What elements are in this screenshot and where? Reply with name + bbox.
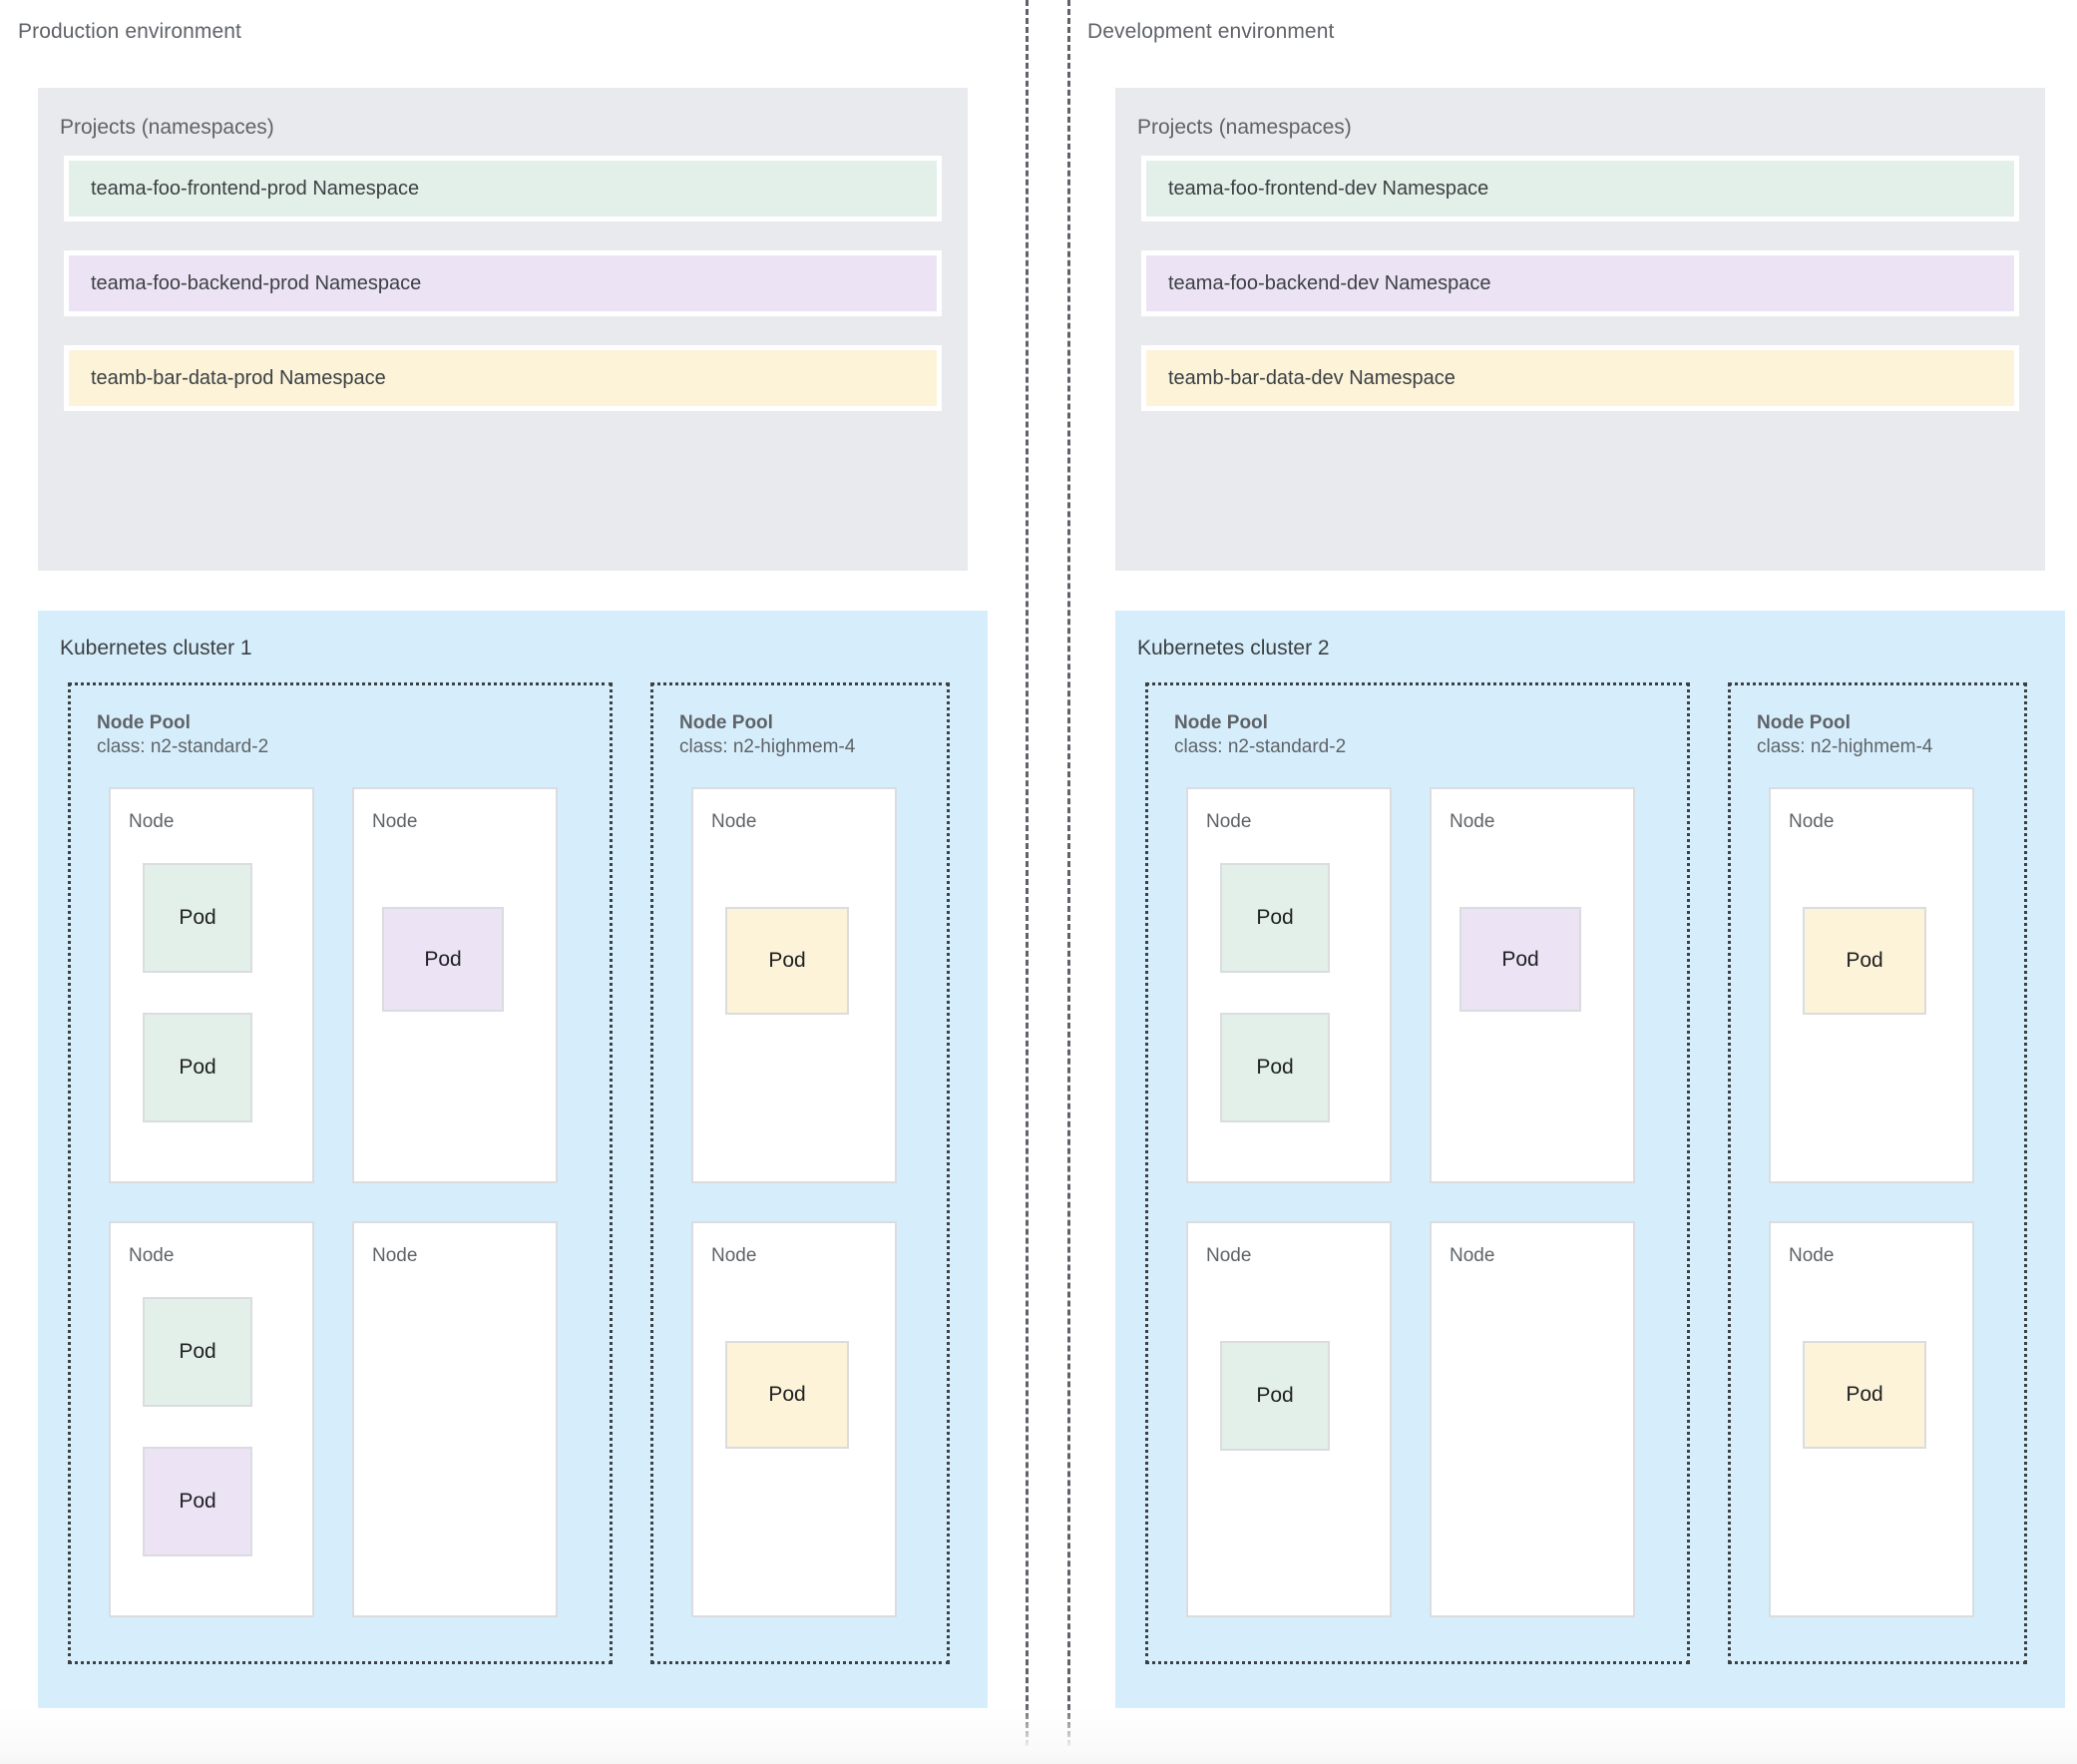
node-label: Node [1789, 811, 1835, 832]
pod[interactable]: Pod [1459, 907, 1581, 1012]
node-pool-header: Node Pool class: n2-standard-2 [1174, 711, 1346, 760]
node-label: Node [1206, 1245, 1252, 1266]
environment-title: Production environment [18, 20, 241, 43]
node-pool-header: Node Pool class: n2-standard-2 [97, 711, 268, 760]
node[interactable]: Node [1430, 1221, 1635, 1617]
kubernetes-cluster-panel: Kubernetes cluster 2 Node Pool class: n2-s… [1115, 611, 2065, 1708]
namespace-box[interactable]: teama-foo-frontend-prod Namespace [64, 156, 942, 221]
pod[interactable]: Pod [1220, 863, 1330, 973]
node-pool-name: Node Pool [1174, 712, 1268, 733]
pod-stack [1432, 1223, 1633, 1615]
pod[interactable]: Pod [382, 907, 504, 1012]
environment-divider-left [1026, 0, 1029, 1764]
node-pool-class: class: n2-highmem-4 [679, 736, 856, 758]
environment-title: Development environment [1087, 20, 1335, 43]
node-label: Node [1789, 1245, 1835, 1266]
node-label: Node [129, 811, 175, 832]
node-pool-class: class: n2-standard-2 [1174, 736, 1347, 758]
projects-panel: Projects (namespaces) teama-foo-frontend-… [1115, 88, 2045, 571]
namespace-label: teama-foo-frontend-dev Namespace [1168, 177, 1489, 200]
pod[interactable]: Pod [143, 1447, 252, 1556]
node-label: Node [1206, 811, 1252, 832]
node-label: Node [711, 811, 757, 832]
cluster-title: Kubernetes cluster 2 [1137, 637, 1330, 660]
node-pool-header: Node Pool class: n2-highmem-4 [679, 711, 855, 760]
pod[interactable]: Pod [725, 1341, 849, 1449]
node-pool-class: class: n2-highmem-4 [1757, 736, 1933, 758]
node-label: Node [372, 1245, 418, 1266]
node-label: Node [1450, 811, 1495, 832]
namespace-label: teamb-bar-data-prod Namespace [91, 366, 386, 389]
kubernetes-cluster-panel: Kubernetes cluster 1 Node Pool class: n2-s… [38, 611, 988, 1708]
pod[interactable]: Pod [143, 863, 252, 973]
pod[interactable]: Pod [1803, 907, 1926, 1015]
projects-panel-title: Projects (namespaces) [1137, 116, 1352, 139]
node-pool-header: Node Pool class: n2-highmem-4 [1757, 711, 1932, 760]
node-pool-name: Node Pool [97, 712, 191, 733]
node[interactable]: Node [352, 1221, 558, 1617]
pod-stack: Pod [354, 789, 556, 1181]
bottom-fade [0, 1706, 2077, 1764]
namespace-label: teama-foo-backend-prod Namespace [91, 271, 422, 294]
pod[interactable]: Pod [143, 1297, 252, 1407]
pod[interactable]: Pod [1803, 1341, 1926, 1449]
pod[interactable]: Pod [1220, 1013, 1330, 1122]
node-pool-class: class: n2-standard-2 [97, 736, 269, 758]
projects-panel-title: Projects (namespaces) [60, 116, 274, 139]
namespace-label: teama-foo-frontend-prod Namespace [91, 177, 420, 200]
namespace-box[interactable]: teamb-bar-data-dev Namespace [1141, 345, 2019, 411]
namespace-label: teama-foo-backend-dev Namespace [1168, 271, 1491, 294]
namespace-label: teamb-bar-data-dev Namespace [1168, 366, 1455, 389]
cluster-title: Kubernetes cluster 1 [60, 637, 252, 660]
pod[interactable]: Pod [1220, 1341, 1330, 1451]
node-pool-name: Node Pool [1757, 712, 1851, 733]
namespace-box[interactable]: teama-foo-backend-prod Namespace [64, 250, 942, 316]
namespace-list: teama-foo-frontend-prod Namespace teama-f… [64, 156, 942, 440]
node-label: Node [129, 1245, 175, 1266]
pod-stack: Pod [693, 789, 895, 1181]
node-label: Node [1450, 1245, 1495, 1266]
node-label: Node [711, 1245, 757, 1266]
pod[interactable]: Pod [725, 907, 849, 1015]
pod-stack: Pod [693, 1223, 895, 1615]
namespace-box[interactable]: teama-foo-backend-dev Namespace [1141, 250, 2019, 316]
pod-stack: Pod [1188, 1223, 1390, 1615]
environment-divider-right [1067, 0, 1070, 1764]
namespace-list: teama-foo-frontend-dev Namespace teama-fo… [1141, 156, 2019, 440]
node-pool-name: Node Pool [679, 712, 773, 733]
projects-panel: Projects (namespaces) teama-foo-frontend-… [38, 88, 968, 571]
pod-stack: Pod [1771, 1223, 1972, 1615]
pod-stack: Pod [1432, 789, 1633, 1181]
pod-stack [354, 1223, 556, 1615]
node-label: Node [372, 811, 418, 832]
namespace-box[interactable]: teamb-bar-data-prod Namespace [64, 345, 942, 411]
namespace-box[interactable]: teama-foo-frontend-dev Namespace [1141, 156, 2019, 221]
pod[interactable]: Pod [143, 1013, 252, 1122]
pod-stack: Pod [1771, 789, 1972, 1181]
